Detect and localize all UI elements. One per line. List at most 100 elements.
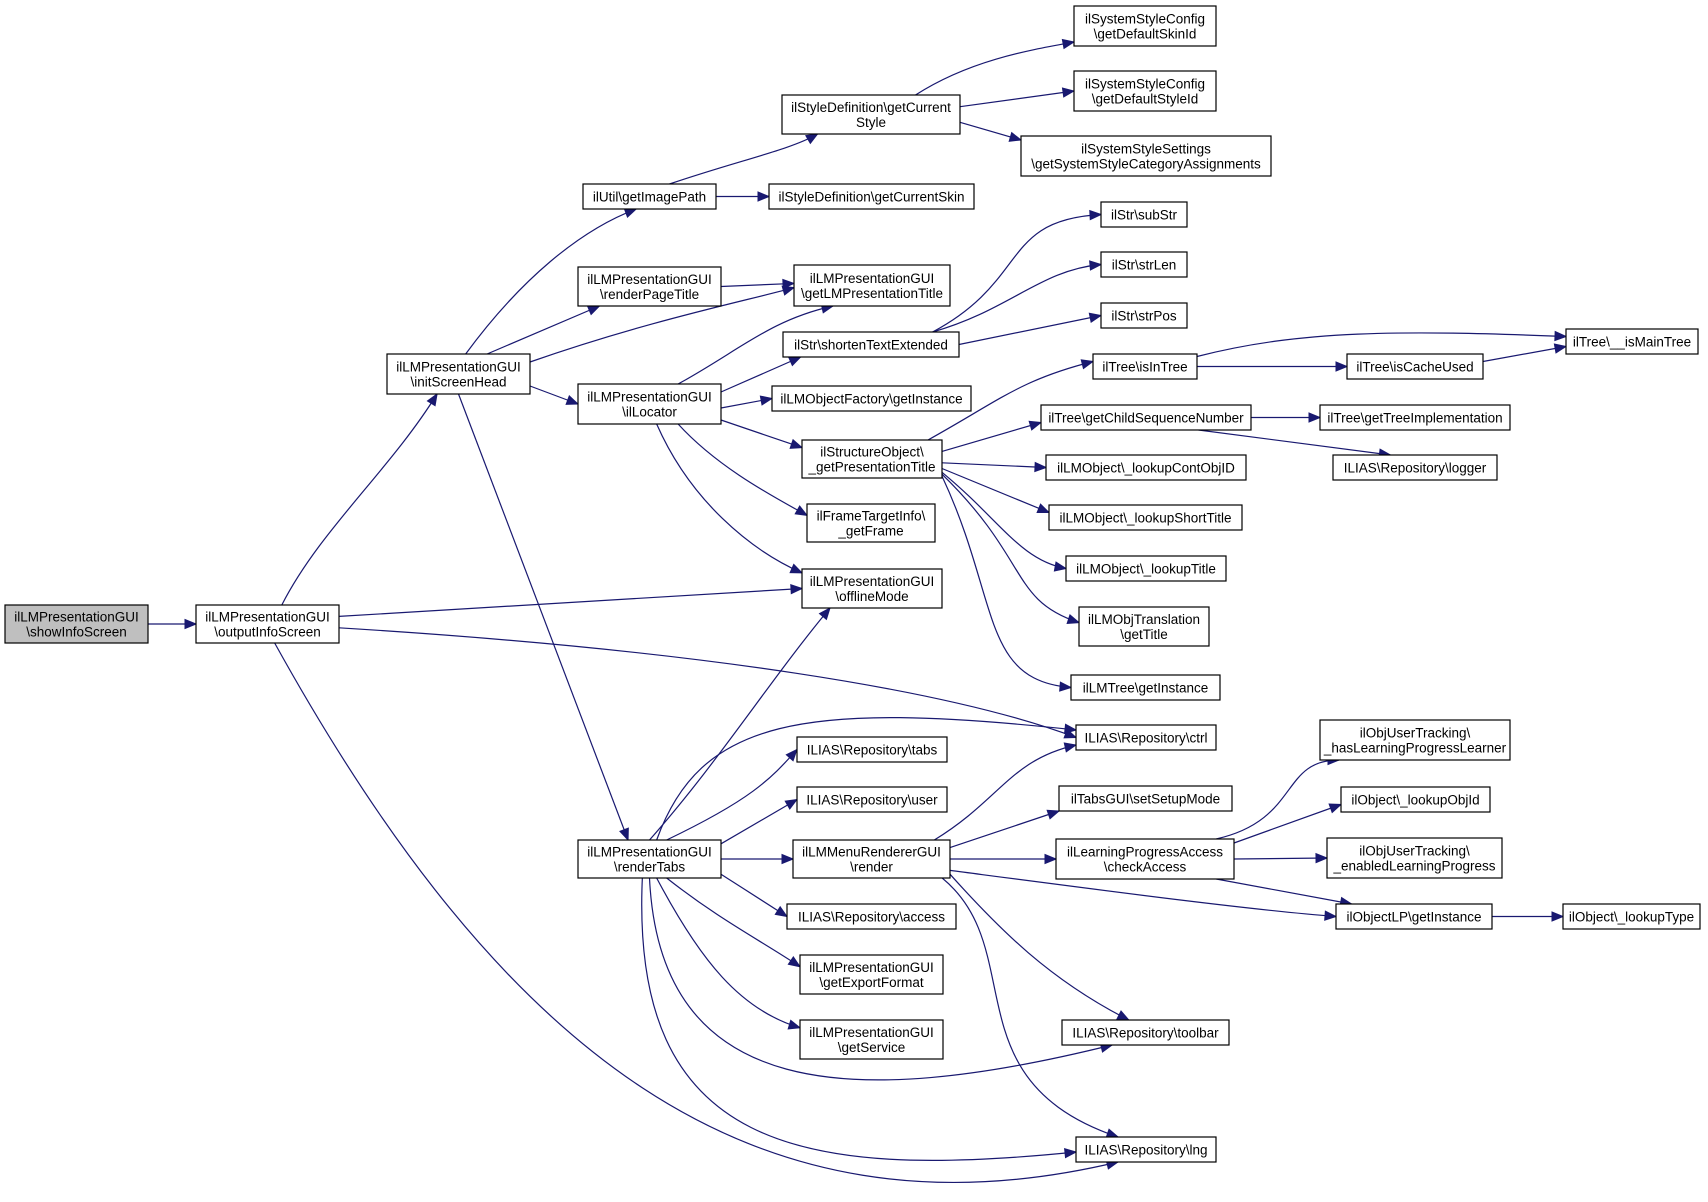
node-label-line: ILIAS\Repository\toolbar	[1072, 1026, 1219, 1041]
node-label-line: ilStr\shortenTextExtended	[794, 338, 948, 353]
node-label-line: \checkAccess	[1104, 860, 1187, 875]
node-label-line: ilTree\isInTree	[1102, 360, 1187, 375]
node-toolbar[interactable]: ILIAS\Repository\toolbar	[1061, 1019, 1230, 1046]
node-label-line: ilLMObject\_lookupShortTitle	[1059, 511, 1231, 526]
node-lookuptype[interactable]: ilObject\_lookupType	[1562, 903, 1701, 930]
node-childseq[interactable]: ilTree\getChildSequenceNumber	[1040, 404, 1252, 431]
node-ismaintree[interactable]: ilTree\__isMainTree	[1565, 328, 1699, 355]
node-strpos[interactable]: ilStr\strPos	[1100, 302, 1188, 329]
node-stylecat[interactable]: ilSystemStyleSettings\getSystemStyleCate…	[1020, 135, 1272, 177]
node-lookupshort[interactable]: ilLMObject\_lookupShortTitle	[1048, 504, 1243, 531]
node-access[interactable]: ILIAS\Repository\access	[786, 903, 957, 930]
edge-childseq-treeimpl	[1251, 412, 1322, 423]
node-showinfo[interactable]: ilLMPresentationGUI\showInfoScreen	[4, 604, 149, 644]
node-iscacheused[interactable]: ilTree\isCacheUsed	[1346, 353, 1484, 380]
node-offlinemode[interactable]: ilLMPresentationGUI\offlineMode	[801, 568, 943, 609]
node-box	[786, 903, 957, 930]
node-label-line: \getTitle	[1120, 627, 1168, 642]
node-box	[1340, 786, 1491, 813]
node-box	[582, 183, 717, 210]
node-ctrl[interactable]: ILIAS\Repository\ctrl	[1075, 724, 1217, 751]
edge-rendertabs-ctrl	[656, 717, 1078, 841]
node-label-line: ilLMPresentationGUI	[809, 960, 934, 975]
node-box	[577, 266, 722, 307]
node-label-line: ilObject\_lookupType	[1569, 910, 1694, 925]
node-label-line: ilLMPresentationGUI	[810, 574, 935, 589]
node-label-line: ilTree\getTreeImplementation	[1327, 411, 1502, 426]
node-menurender[interactable]: ilLMMenuRendererGUI\render	[792, 839, 951, 879]
node-objlp[interactable]: ilObjectLP\getInstance	[1335, 903, 1493, 930]
node-rendertabs[interactable]: ilLMPresentationGUI\renderTabs	[577, 839, 722, 879]
node-frametarget[interactable]: ilFrameTargetInfo\_getFrame	[806, 503, 936, 543]
node-getlmprestitle[interactable]: ilLMPresentationGUI\getLMPresentationTit…	[793, 264, 951, 307]
node-getservice[interactable]: ilLMPresentationGUI\getService	[799, 1019, 944, 1060]
node-box	[1100, 251, 1188, 278]
node-exportformat[interactable]: ilLMPresentationGUI\getExportFormat	[799, 954, 944, 995]
edge-rendertabs-user	[720, 798, 799, 845]
edge-shortentext-substr	[932, 209, 1103, 333]
node-box	[1073, 5, 1217, 47]
node-getimagepath[interactable]: ilUtil\getImagePath	[582, 183, 717, 210]
edge-initscreen-rendertabs	[457, 393, 629, 842]
node-shortentext[interactable]: ilStr\shortenTextExtended	[782, 331, 960, 358]
node-lookupcont[interactable]: ilLMObject\_lookupContObjID	[1045, 454, 1247, 481]
node-lmobjfactory[interactable]: ilLMObjectFactory\getInstance	[771, 385, 972, 412]
node-box	[1070, 674, 1221, 701]
node-box	[1020, 135, 1272, 177]
node-checkaccess[interactable]: ilLearningProgressAccess\checkAccess	[1055, 838, 1235, 880]
edge-illocator-lmobjfactory	[720, 395, 774, 409]
node-illocator[interactable]: ilLMPresentationGUI\ilLocator	[577, 383, 722, 425]
node-label-line: ilStructureObject\	[820, 445, 924, 460]
node-user[interactable]: ILIAS\Repository\user	[796, 786, 948, 813]
node-lmtree[interactable]: ilLMTree\getInstance	[1070, 674, 1221, 701]
node-box	[1335, 903, 1493, 930]
node-substr[interactable]: ilStr\subStr	[1100, 201, 1188, 228]
node-label-line: \render	[850, 860, 893, 875]
node-getcurrentskin[interactable]: ilStyleDefinition\getCurrentSkin	[768, 183, 975, 210]
node-tabs[interactable]: ILIAS\Repository\tabs	[796, 736, 948, 763]
node-box	[1073, 70, 1217, 112]
node-label-line: _getPresentationTitle	[807, 460, 935, 475]
node-strlen[interactable]: ilStr\strLen	[1100, 251, 1188, 278]
node-label-line: ilStyleDefinition\getCurrent	[791, 100, 951, 115]
node-setupmode[interactable]: ilTabsGUI\setSetupMode	[1058, 785, 1233, 812]
node-box	[1319, 719, 1511, 761]
node-objtrans[interactable]: ilLMObjTranslation\getTitle	[1078, 606, 1210, 647]
node-box	[386, 353, 531, 395]
arrowhead	[1324, 910, 1338, 921]
node-label-line: Style	[856, 115, 886, 130]
node-lookuptitle[interactable]: ilLMObject\_lookupTitle	[1065, 555, 1227, 582]
edge-structpres-childseq	[941, 420, 1043, 452]
node-label-line: ilObjectLP\getInstance	[1346, 910, 1481, 925]
node-label-line: ilObjUserTracking\	[1360, 726, 1471, 741]
node-lng[interactable]: ILIAS\Repository\lng	[1075, 1136, 1217, 1163]
node-outputinfo[interactable]: ilLMPresentationGUI\outputInfoScreen	[195, 604, 340, 644]
node-treeimpl[interactable]: ilTree\getTreeImplementation	[1319, 404, 1511, 431]
node-renderpagetitle[interactable]: ilLMPresentationGUI\renderPageTitle	[577, 266, 722, 307]
edge-checkaccess-lookupobjid	[1233, 803, 1343, 844]
node-box	[799, 1019, 944, 1060]
node-defstyle[interactable]: ilSystemStyleConfig\getDefaultStyleId	[1073, 70, 1217, 112]
node-haslp[interactable]: ilObjUserTracking\_hasLearningProgressLe…	[1319, 719, 1511, 761]
edge-rendertabs-offlinemode	[649, 606, 831, 841]
node-enabledlp[interactable]: ilObjUserTracking\_enabledLearningProgre…	[1326, 837, 1503, 879]
node-lookupobjid[interactable]: ilObject\_lookupObjId	[1340, 786, 1491, 813]
node-box	[1061, 1019, 1230, 1046]
node-isintree[interactable]: ilTree\isInTree	[1092, 353, 1198, 380]
node-box	[577, 383, 722, 425]
edge-outputinfo-offlinemode	[338, 583, 804, 617]
node-initscreen[interactable]: ilLMPresentationGUI\initScreenHead	[386, 353, 531, 395]
arrowhead	[757, 191, 771, 202]
node-box	[1078, 606, 1210, 647]
node-box	[4, 604, 149, 644]
arrowhead	[1553, 343, 1568, 354]
edge-initscreen-getlmprestitle	[529, 285, 796, 363]
node-defskin[interactable]: ilSystemStyleConfig\getDefaultSkinId	[1073, 5, 1217, 47]
node-logger[interactable]: ILIAS\Repository\logger	[1332, 454, 1498, 481]
node-label-line: ilSystemStyleConfig	[1085, 77, 1205, 92]
arrowhead	[1053, 561, 1068, 572]
arrowhead	[785, 748, 798, 762]
node-structpres[interactable]: ilStructureObject\_getPresentationTitle	[801, 439, 943, 479]
